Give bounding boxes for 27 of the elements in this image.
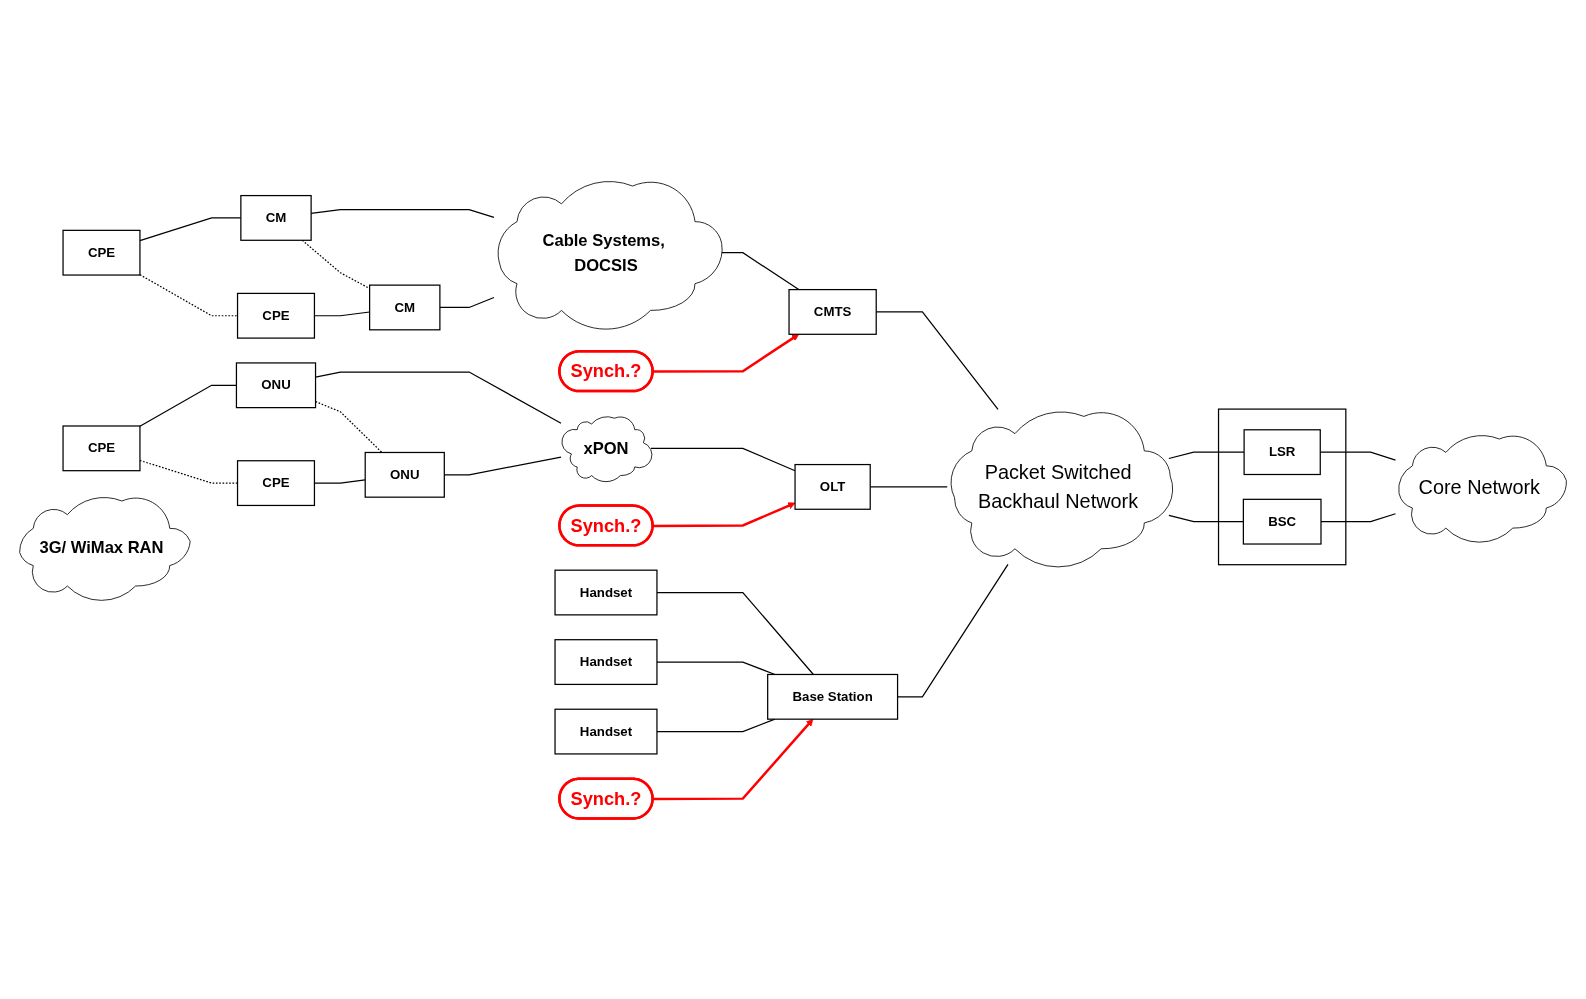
node-box: Base Station: [767, 673, 899, 720]
connector: [656, 718, 776, 732]
connector: [1168, 514, 1244, 522]
node-box: CM: [369, 284, 441, 330]
node-box: CPE: [62, 424, 141, 471]
node-box: LSR: [1243, 428, 1321, 475]
node-box: ONU: [364, 451, 445, 498]
node-box: Handset: [554, 569, 658, 615]
node-box: BSC: [1242, 498, 1322, 545]
node-box: ONU: [235, 361, 317, 408]
node-box: OLT: [794, 463, 871, 510]
connector: [650, 447, 796, 471]
connector: [1320, 512, 1397, 522]
connector: [439, 296, 495, 308]
node-box: CPE: [236, 292, 316, 339]
connector: [1168, 451, 1245, 459]
node-box: CPE: [62, 229, 141, 276]
node-box: Handset: [554, 638, 658, 685]
node-box: CPE: [236, 459, 316, 506]
arrow: [653, 718, 814, 800]
node-box: Handset: [554, 708, 658, 755]
cluster: [1217, 408, 1347, 565]
arrow: [653, 333, 800, 373]
arrow: [653, 501, 796, 527]
node-box: CMTS: [788, 288, 877, 335]
node-box: CM: [240, 194, 312, 241]
connector: [656, 591, 814, 675]
